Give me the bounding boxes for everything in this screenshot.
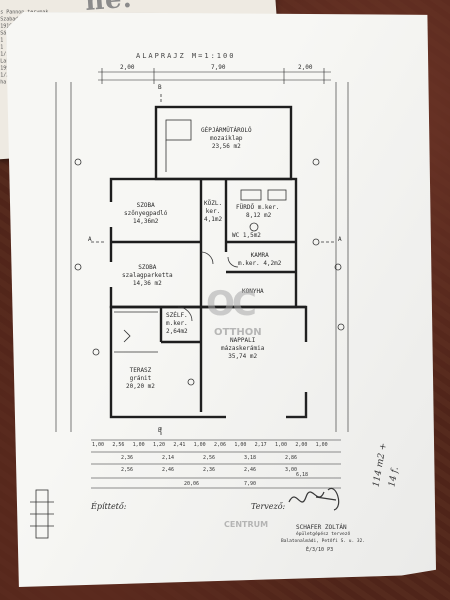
dimension-label: 1,00 [92, 442, 105, 448]
room-bedroom-1: SZOBA szőnyegpadló 14,36m2 [124, 202, 167, 226]
dimension-label: 2,86 [285, 455, 298, 461]
room-pantry: KAMRA m.ker. 4,2m2 [238, 252, 281, 268]
section-mark-a-right: A [338, 236, 342, 243]
watermark-otthon: OTTHON [214, 327, 262, 338]
room-bedroom-2: SZOBA szalagparketta 14,36 m2 [122, 264, 173, 288]
room-hall-name: KÖZL. [204, 200, 223, 207]
dimension-label: 2,56 [203, 455, 216, 461]
designer-label: Tervező: [251, 502, 286, 511]
dimension-label: 2,41 [173, 442, 186, 448]
room-terrace-area: 20,20 m2 [126, 383, 155, 390]
room-vestibule-floor: m.ker. [166, 320, 188, 327]
room-pantry-name: KAMRA [250, 252, 269, 259]
room-hall: KÖZL. ker. 4,1m2 [204, 200, 222, 224]
room-garage-name: GÉPJÁRMŰTÁROLÓ [201, 127, 252, 134]
room-hall-area: 4,1m2 [204, 216, 223, 223]
room-vestibule-area: 2,64m2 [166, 328, 188, 335]
dimension-label: 2,56 [112, 442, 125, 448]
bottom-total-2: 7,90 [244, 481, 257, 487]
dimension-label: 1,00 [234, 442, 247, 448]
designer-address: Balatonalmádi, Petőfi S. u. 32. [281, 539, 365, 544]
margin-note: 114 m2 + [371, 442, 390, 488]
room-pantry-floor: m.ker. [238, 260, 260, 267]
room-kitchen-name: KONYHA [242, 288, 264, 295]
floor-plan-sheet: ALAPRAJZ M=1:100 2,00 7,90 2,00 GÉPJÁRMŰ… [6, 12, 436, 587]
room-bedroom-1-name: SZOBA [136, 202, 155, 209]
designer-name: SCHAFER ZOLTÁN [296, 524, 347, 531]
room-vestibule-name: SZÉLF. [166, 312, 188, 319]
room-hall-floor: ker. [205, 208, 221, 215]
dimension-label: 2,36 [121, 455, 134, 461]
section-mark-b-bottom: B [158, 427, 162, 434]
dimension-label: 1,00 [132, 442, 145, 448]
room-garage-area: 23,56 m2 [211, 143, 241, 150]
otthon-centrum-logo: OC [206, 284, 257, 324]
room-bedroom-2-name: SZOBA [138, 264, 157, 271]
floor-plan-drawing [30, 68, 349, 539]
room-garage: GÉPJÁRMŰTÁROLÓ mozaiklap 23,56 m2 [201, 127, 252, 151]
dimension-label: 2,06 [214, 442, 227, 448]
dimension-label: 1,00 [193, 442, 206, 448]
room-pantry-area: 4,2m2 [263, 260, 282, 267]
bottom-total-3: 6,18 [296, 472, 309, 478]
room-living-name: NAPPALI [230, 337, 256, 344]
room-wc: WC 1,5m2 [232, 232, 261, 239]
room-bedroom-1-area: 14,36m2 [133, 218, 159, 225]
dimension-label: 2,56 [121, 467, 134, 473]
dimension-label: 3,00 [285, 467, 298, 473]
dimension-label: 1,20 [153, 442, 166, 448]
room-garage-floor: mozaiklap [210, 135, 243, 142]
room-bedroom-2-area: 14,36 m2 [132, 280, 162, 287]
room-bath-name: FÜRDŐ [236, 204, 255, 211]
section-mark-b-top: B [158, 84, 162, 91]
dimension-label: 3,18 [244, 455, 257, 461]
room-living-floor: mázaskerámia [221, 345, 265, 352]
dimension-label: 2,46 [162, 467, 175, 473]
top-dim-3: 2,00 [298, 64, 313, 71]
dimension-label: 2,14 [162, 455, 175, 461]
dimension-label: 2,46 [244, 467, 257, 473]
designer-role: épületgépész tervező [296, 532, 351, 537]
room-wc-name: WC [232, 232, 240, 239]
room-bath-area: 8,12 m2 [246, 212, 272, 219]
room-vestibule: SZÉLF. m.ker. 2,64m2 [166, 312, 188, 336]
room-terrace-name: TERASZ [129, 367, 152, 374]
room-bath: FÜRDŐ m.ker. [236, 204, 279, 211]
room-bedroom-1-floor: szőnyegpadló [124, 210, 168, 217]
bottom-total-1: 20,06 [184, 481, 200, 487]
builder-label: Építtető: [91, 502, 127, 511]
room-bath-floor: m.ker. [257, 204, 280, 211]
dimension-label: 1,00 [275, 442, 288, 448]
designer-id: É/3/10 P3 [306, 547, 334, 553]
dimension-label: 1,00 [315, 442, 328, 448]
room-terrace: TERASZ gránit 20,20 m2 [126, 367, 155, 391]
watermark-centrum: CENTRUM [224, 520, 269, 529]
margin-note-2: 14 f. [387, 466, 401, 488]
room-pantry-floor-area: m.ker. 4,2m2 [238, 260, 281, 268]
top-dim-2: 7,90 [211, 64, 226, 71]
top-dim-1: 2,00 [120, 64, 135, 71]
dimension-label: 2,17 [254, 442, 267, 448]
plan-title: ALAPRAJZ M=1:100 [136, 52, 236, 60]
section-mark-a-left: A [88, 236, 92, 243]
dimension-label: 2,36 [203, 467, 216, 473]
room-living: NAPPALI mázaskerámia 35,74 m2 [221, 337, 264, 361]
room-living-area: 35,74 m2 [228, 353, 258, 360]
room-terrace-floor: gránit [129, 375, 152, 382]
room-bedroom-2-floor: szalagparketta [122, 272, 173, 279]
room-wc-area: 1,5m2 [242, 232, 261, 239]
dimension-label: 2,00 [295, 442, 308, 448]
